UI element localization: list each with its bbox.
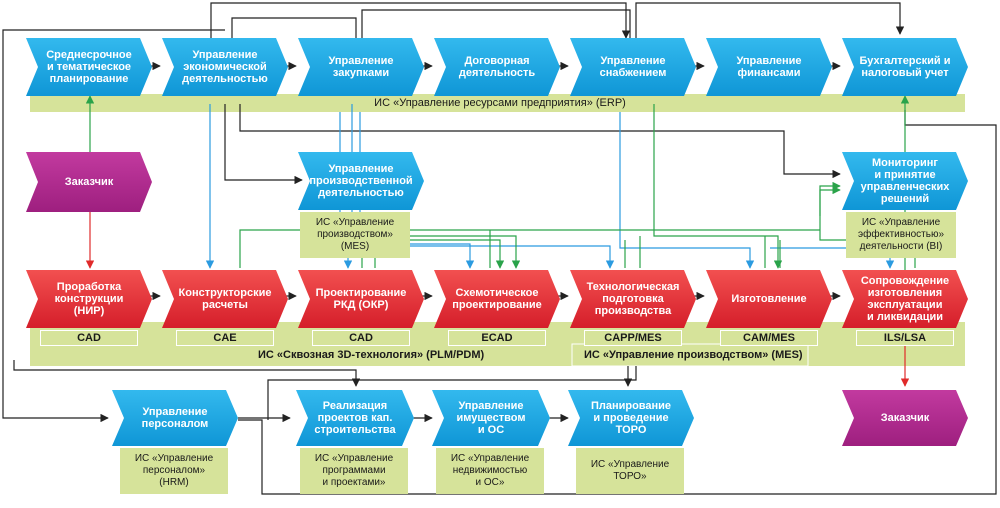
- connector-top-loop: [210, 2, 631, 39]
- blue-supply-to-mfg: [619, 112, 755, 269]
- block-capital[interactable]: Реализация проектов кап. строительства: [296, 390, 414, 446]
- tag-capp-mes: CAPP/MES: [584, 330, 682, 346]
- mes-band: [571, 343, 809, 367]
- tag-ils-lsa: ILS/LSA: [856, 330, 954, 346]
- green-monitoring-feed: [819, 185, 841, 216]
- erp-band: [30, 94, 965, 112]
- block-customer-bottom[interactable]: Заказчик: [842, 390, 968, 446]
- property-system-box: ИС «Управление недвижимостью и ОС»: [436, 448, 544, 494]
- mes-system-box: ИС «Управление производством» (MES): [300, 212, 410, 258]
- block-supply[interactable]: Управление снабжением: [570, 38, 696, 96]
- block-rkd[interactable]: Проектирование РКД (ОКР): [298, 270, 424, 328]
- connector-economic-to-production: [224, 104, 303, 185]
- connector-top-loop-2: [231, 17, 357, 38]
- connector-left-loop: [2, 29, 225, 423]
- block-calc[interactable]: Конструкторские расчеты: [162, 270, 288, 328]
- block-customer-top[interactable]: Заказчик: [26, 152, 152, 212]
- tag-cad-1: CAD: [40, 330, 138, 346]
- block-planning[interactable]: Среднесрочное и тематическое планировани…: [26, 38, 152, 96]
- connector-supply-loop: [361, 9, 631, 38]
- block-economic[interactable]: Управление экономической деятельностью: [162, 38, 288, 96]
- tag-ecad: ECAD: [448, 330, 546, 346]
- block-production-mgmt[interactable]: Управление производственной деятельность…: [298, 152, 424, 210]
- connector-to-accounting: [635, 2, 905, 38]
- erp-label: ИС «Управление ресурсами предприятия» (E…: [374, 97, 626, 109]
- block-tech-prep[interactable]: Технологическая подготовка производства: [570, 270, 696, 328]
- tag-cam-mes: CAM/MES: [720, 330, 818, 346]
- green-supply-down: [653, 104, 783, 269]
- bi-system-box: ИС «Управление эффективностью» деятельно…: [846, 212, 956, 258]
- tag-cae: CAE: [176, 330, 274, 346]
- connector-plm-to-capital: [13, 360, 361, 387]
- plm-label: ИС «Сквозная 3D-технология» (PLM/PDM): [258, 349, 485, 361]
- block-schematic[interactable]: Схемотическое проектирование: [434, 270, 560, 328]
- green-bus-1: [239, 229, 820, 268]
- toro-system-box: ИС «Управление ТОРО»: [576, 448, 684, 494]
- block-rnd[interactable]: Проработка конструкции (НИР): [26, 270, 152, 328]
- tag-cad-2: CAD: [312, 330, 410, 346]
- block-property[interactable]: Управление имуществом и ОС: [432, 390, 550, 446]
- connector-capital-loop: [267, 366, 637, 420]
- block-support[interactable]: Сопровождение изготовления эксплуатации …: [842, 270, 968, 328]
- mes-band-label: ИС «Управление производством» (MES): [584, 349, 803, 361]
- block-finance[interactable]: Управление финансами: [706, 38, 832, 96]
- block-toro[interactable]: Планирование и проведение ТОРО: [568, 390, 694, 446]
- projects-system-box: ИС «Управление программами и проектами»: [300, 448, 408, 494]
- hrm-system-box: ИС «Управление персоналом» (HRM): [120, 448, 228, 494]
- block-accounting[interactable]: Бухгалтерский и налоговый учет: [842, 38, 968, 96]
- connector-economic-to-monitoring: [239, 104, 841, 179]
- block-contracts[interactable]: Договорная деятельность: [434, 38, 560, 96]
- block-monitoring[interactable]: Мониторинг и принятие управленческих реш…: [842, 152, 968, 210]
- block-manufacturing[interactable]: Изготовление: [706, 270, 832, 328]
- block-procurement[interactable]: Управление закупками: [298, 38, 424, 96]
- block-hr[interactable]: Управление персоналом: [112, 390, 238, 446]
